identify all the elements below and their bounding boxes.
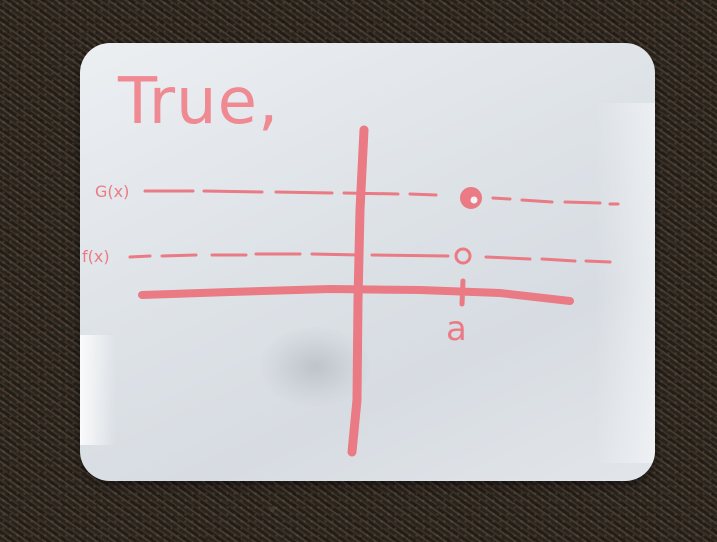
- g-of-x-dashed-line: [143, 189, 620, 206]
- eraser-smudge: [260, 327, 370, 407]
- f-of-x-dashed-line: [128, 252, 612, 264]
- board-glare-left: [80, 335, 116, 445]
- g-of-x-label: G(x): [95, 182, 129, 201]
- open-point-f: [454, 247, 472, 265]
- whiteboard: [80, 43, 655, 481]
- title-text: True,: [117, 65, 279, 139]
- f-of-x-label: f(x): [82, 247, 110, 266]
- y-axis: [347, 125, 369, 457]
- closed-point-highlight: [470, 196, 478, 204]
- board-glare-right: [595, 103, 655, 463]
- point-a-label: a: [446, 309, 467, 349]
- x-axis: [138, 285, 574, 305]
- x-axis-tick-a: [459, 278, 466, 307]
- closed-point-g: [460, 187, 482, 209]
